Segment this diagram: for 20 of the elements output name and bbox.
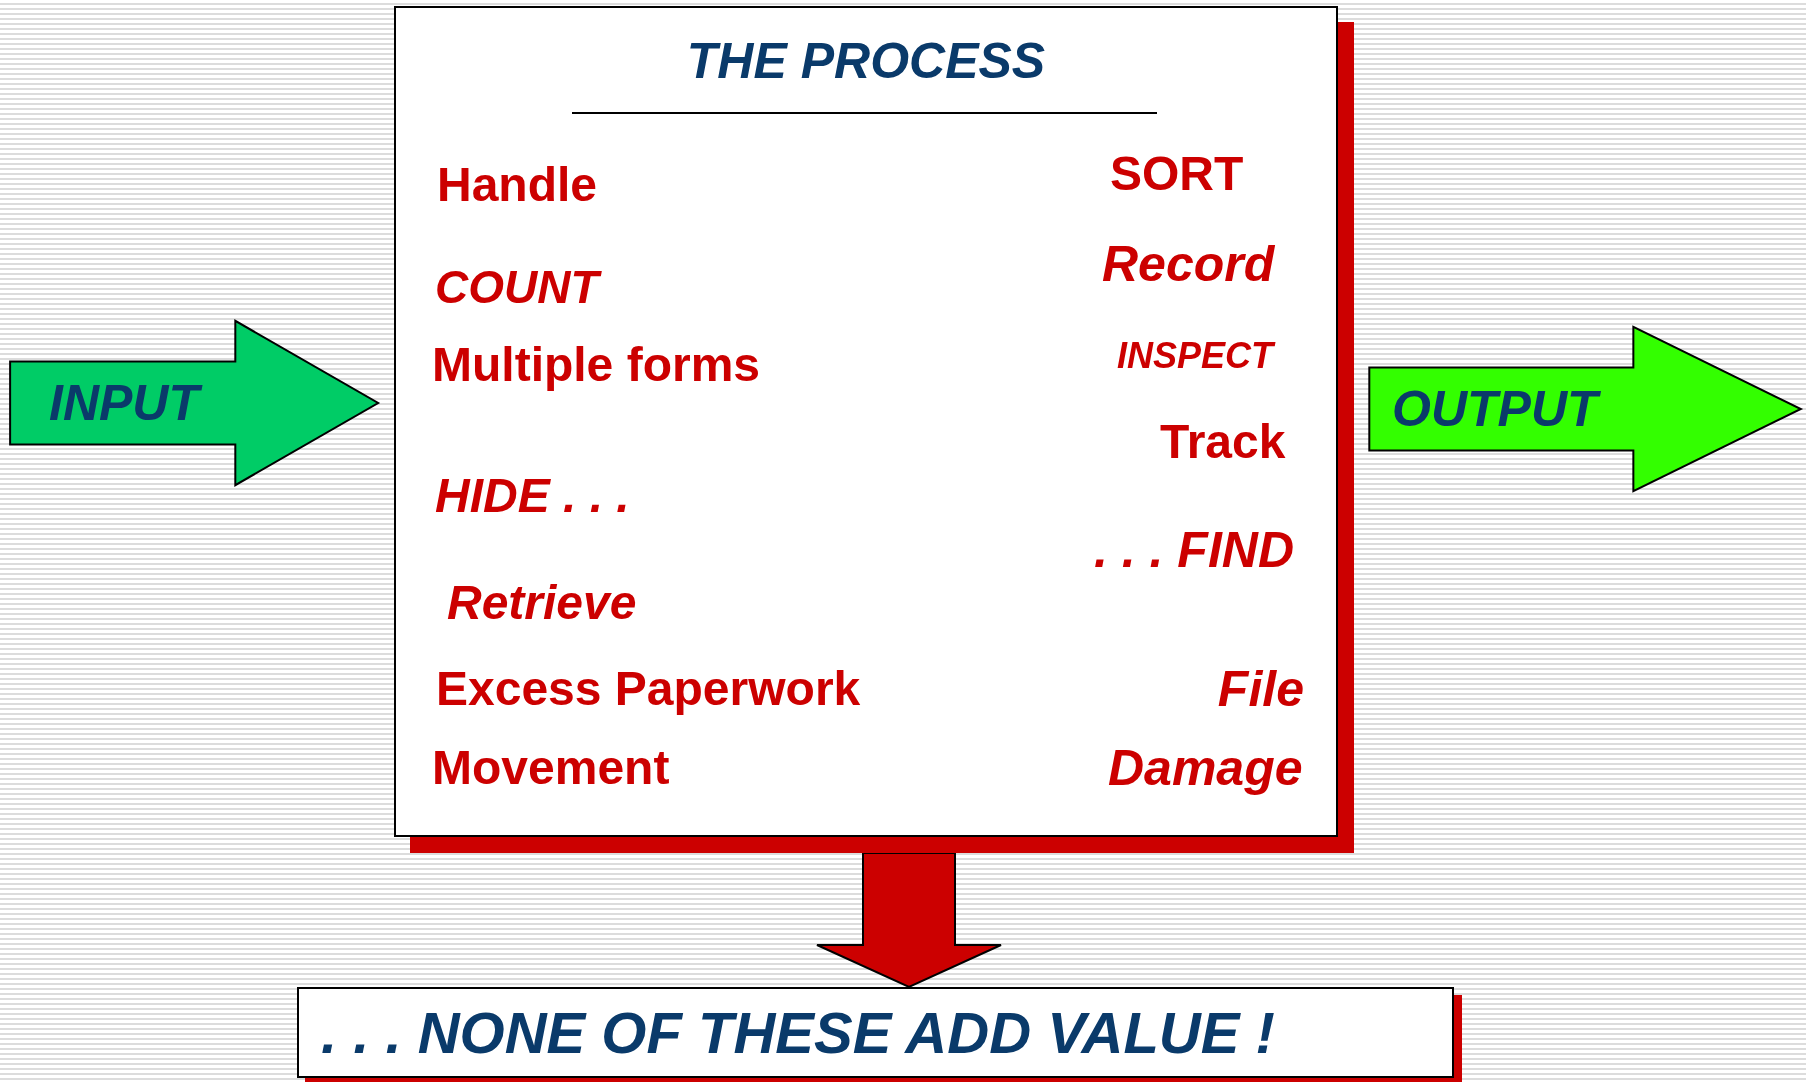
- process-word: SORT: [1110, 150, 1244, 199]
- process-box: [394, 6, 1338, 837]
- process-word: Record: [1102, 239, 1275, 289]
- box-heading: THE PROCESS: [685, 36, 1047, 86]
- process-word: Damage: [1108, 743, 1303, 793]
- process-word: Excess Paperwork: [436, 665, 861, 714]
- process-word: HIDE . . .: [435, 472, 630, 521]
- process-word: Track: [1160, 418, 1286, 467]
- process-word: INSPECT: [1117, 338, 1274, 375]
- conclusion-box: [297, 987, 1454, 1078]
- process-word: Retrieve: [447, 579, 637, 628]
- process-word: . . . FIND: [1094, 525, 1294, 575]
- input-arrow: [9, 320, 380, 486]
- process-word: Multiple forms: [432, 341, 760, 390]
- conclusion-text: . . . NONE OF THESE ADD VALUE !: [321, 1003, 1275, 1062]
- output-arrow: [1368, 326, 1803, 492]
- process-word: Handle: [437, 161, 598, 210]
- process-word: Movement: [432, 744, 670, 793]
- block-arrow: [816, 852, 1002, 989]
- process-word: File: [1217, 664, 1304, 714]
